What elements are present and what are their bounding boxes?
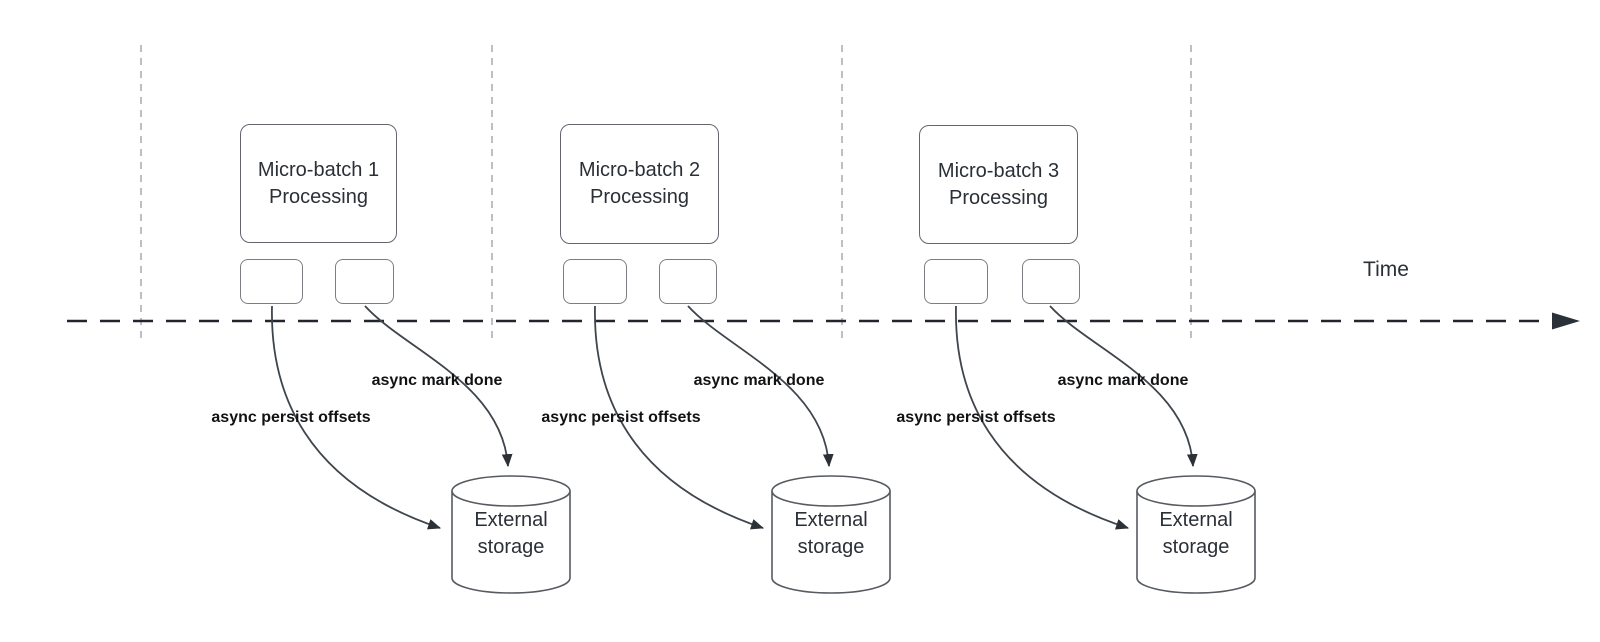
micro-batch-1-box: Micro-batch 1 Processing [240, 124, 397, 243]
micro-batch-2-title-line2: Processing [590, 186, 689, 208]
external-storage-cylinder-body-2 [771, 491, 891, 594]
persist-offsets-arrow-2 [594, 305, 765, 530]
persist-offsets-chip-3 [924, 259, 988, 304]
mark-done-label-3: async mark done [1057, 372, 1189, 389]
external-storage-label-1-line1: External [474, 509, 548, 531]
external-storage-cylinder-top-3 [1136, 475, 1256, 507]
external-storage-label-1: External storage [452, 507, 570, 561]
mark-done-arrow-3 [1049, 305, 1198, 468]
micro-batch-3-title-line1: Micro-batch 3 [937, 159, 1060, 182]
external-storage-cylinder-body-3 [1136, 491, 1256, 594]
external-storage-cylinder-top-1 [451, 475, 571, 507]
external-storage-cylinder-top-2 [771, 475, 891, 507]
mark-done-label-1: async mark done [371, 372, 503, 389]
micro-batch-2-title-line1: Micro-batch 2 [578, 159, 701, 181]
mark-done-arrow-1 [364, 305, 513, 468]
mark-done-chip-1 [335, 259, 394, 304]
time-axis-label: Time [1363, 258, 1409, 281]
external-storage-label-1-line2: storage [477, 536, 545, 558]
time-axis-arrowhead-icon [1552, 312, 1580, 330]
mark-done-label-2: async mark done [693, 372, 825, 389]
external-storage-label-3: External storage [1137, 507, 1255, 561]
persist-offsets-label-1: async persist offsets [211, 409, 371, 426]
persist-offsets-chip-1 [240, 259, 303, 304]
persist-offsets-label-2: async persist offsets [541, 409, 701, 426]
external-storage-cylinder-body-1 [451, 491, 571, 594]
external-storage-label-3-line1: External [1159, 509, 1233, 531]
micro-batch-1-title-line1: Micro-batch 1 [257, 158, 380, 181]
persist-offsets-chip-2 [563, 259, 627, 304]
micro-batch-1-title-line2: Processing [269, 185, 368, 208]
persist-offsets-label-3: async persist offsets [896, 409, 1056, 426]
micro-batch-3-box: Micro-batch 3 Processing [919, 125, 1078, 244]
external-storage-label-2-line1: External [794, 509, 868, 531]
mark-done-arrow-2 [687, 305, 834, 468]
mark-done-chip-3 [1022, 259, 1080, 304]
micro-batch-3-title-line2: Processing [949, 186, 1048, 209]
external-storage-label-2: External storage [772, 507, 890, 561]
external-storage-label-2-line2: storage [797, 536, 865, 558]
mark-done-chip-2 [659, 259, 717, 304]
external-storage-label-3-line2: storage [1162, 536, 1230, 558]
persist-offsets-arrow-1 [271, 305, 442, 530]
micro-batch-2-box: Micro-batch 2 Processing [560, 124, 719, 244]
persist-offsets-arrow-3 [955, 305, 1130, 530]
